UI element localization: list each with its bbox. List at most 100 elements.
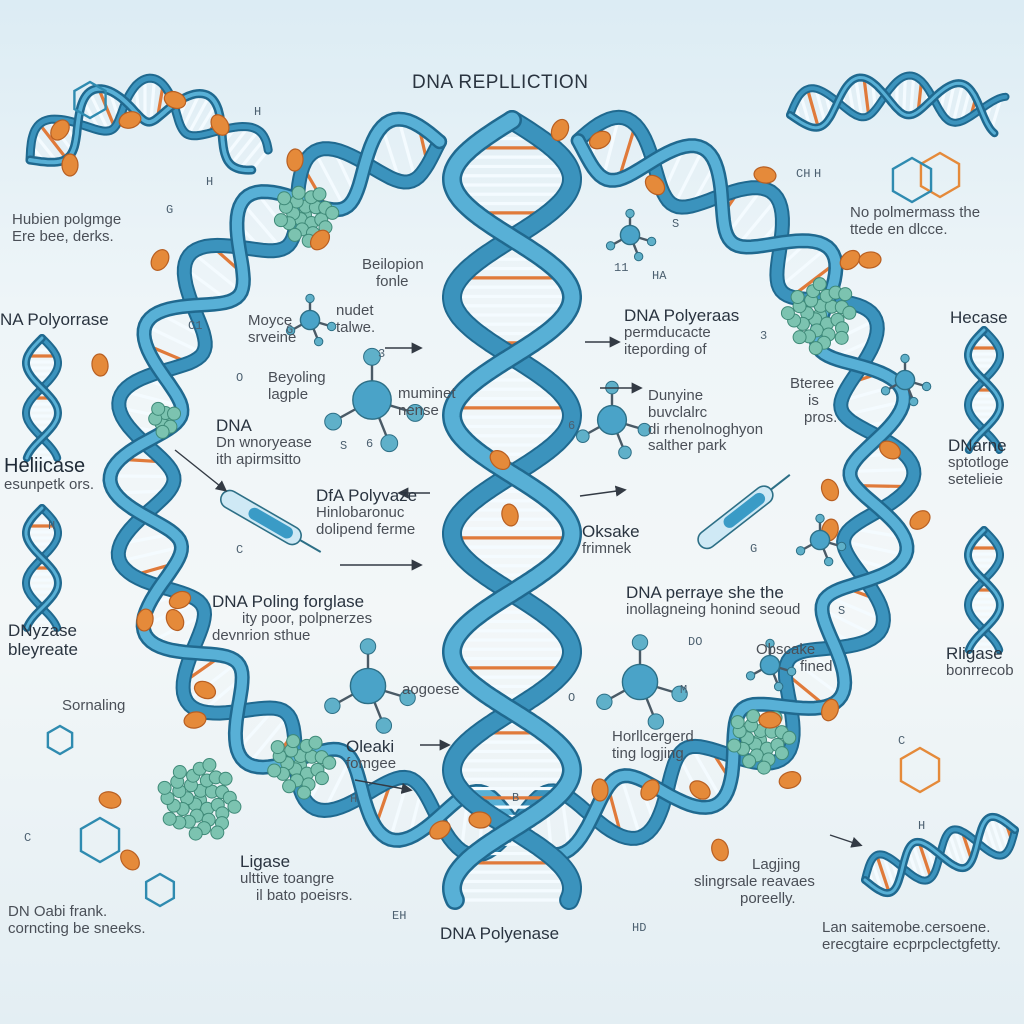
base-pair-rung	[190, 250, 243, 294]
mini-helix-top-right	[786, 71, 1010, 138]
mini-helix-left-2	[21, 504, 63, 632]
base-pair-rung	[805, 87, 820, 130]
mark-s3: S	[838, 604, 846, 618]
enzyme-blob	[91, 353, 109, 377]
enzyme-blob	[118, 111, 142, 129]
enzyme-blob	[98, 791, 122, 809]
helix-strand-front-face	[863, 815, 1017, 895]
pointer-arrows	[174, 336, 863, 848]
base-pair-rung	[951, 82, 965, 125]
enzyme-blob	[489, 449, 511, 471]
central-double-helix	[441, 110, 583, 910]
mark-o1: O	[236, 371, 244, 385]
enzyme-cluster	[780, 277, 857, 356]
mark-c2: C	[236, 543, 244, 557]
molecule-models	[46, 80, 961, 908]
label-dna-polyenase: DNA Polyenase	[440, 924, 560, 943]
enzyme-blob	[150, 249, 170, 271]
enzyme-cluster	[148, 401, 182, 439]
molecule-model	[795, 513, 847, 567]
base-pair-rung	[186, 94, 211, 137]
base-pair-rung	[619, 774, 642, 839]
base-pair-rung	[322, 756, 353, 813]
enzyme-blob	[193, 680, 217, 700]
base-pair-rung	[313, 149, 347, 210]
enzyme-blob	[136, 608, 154, 632]
enzyme-cluster	[267, 734, 337, 800]
ring-structure	[79, 816, 121, 864]
base-pair-rung	[842, 539, 908, 557]
mark-n3: 3	[378, 347, 386, 361]
mark-s6: 6	[366, 437, 374, 451]
enzyme-blob	[61, 153, 79, 177]
enzyme-blob	[839, 249, 861, 271]
helix-strand-front-face	[966, 528, 1002, 652]
base-pair-rung	[902, 74, 907, 116]
enzyme-blob	[501, 503, 519, 527]
enzyme-blob	[210, 114, 230, 136]
molecule-model	[605, 208, 657, 262]
base-pair-rung	[862, 76, 871, 118]
base-pair-rung	[825, 594, 886, 622]
diagram-title: DNA REPLLICTION	[412, 72, 589, 93]
label-lan: Lan saitemobe.cersoene.erecgtaire ecprpc…	[822, 919, 1001, 953]
base-pair-rung	[238, 136, 267, 171]
base-pair-rung	[989, 96, 1003, 132]
mark-h3: H	[48, 519, 56, 533]
mark-s1: S	[340, 439, 348, 453]
enzyme-blob	[120, 849, 140, 871]
enzyme-blob	[165, 608, 185, 632]
label-aogoese: aogoese	[402, 681, 460, 698]
base-pair-rung	[240, 200, 284, 251]
syringe	[697, 474, 791, 550]
mark-c4: C	[898, 734, 906, 748]
central-helix	[441, 110, 583, 910]
mark-eh: EH	[392, 909, 407, 923]
base-pair-rung	[875, 853, 891, 895]
helix-strand-front-face	[788, 75, 996, 135]
base-pair-rung	[195, 102, 218, 138]
base-pair-rung	[229, 128, 260, 167]
helix-strand-front-face	[24, 506, 60, 630]
mark-h2: H	[350, 792, 358, 806]
helix-strand-front-face	[444, 112, 580, 908]
enzyme-blob	[644, 174, 666, 196]
mark-c1: C1	[188, 319, 203, 333]
ring-structure	[46, 724, 74, 756]
base-pair-rung	[848, 467, 916, 473]
enzyme-blob	[753, 166, 777, 184]
base-pair-rung	[854, 76, 864, 119]
base-pair-rung	[842, 399, 906, 417]
helix-strand-front-face	[24, 336, 60, 460]
base-pair-rung	[397, 117, 417, 181]
enzyme-blob	[468, 811, 492, 829]
enzyme-blob	[309, 229, 331, 251]
ring-structure	[899, 746, 941, 794]
enzyme-blob	[689, 780, 711, 800]
enzyme-blob	[879, 440, 901, 460]
mark-g1: G	[286, 323, 294, 337]
pointer-arrow	[174, 449, 228, 492]
mark-h1: H	[206, 175, 214, 189]
base-pair-rung	[143, 324, 205, 355]
mini-helix-bottom-right	[861, 812, 1019, 898]
mark-c3: C	[24, 831, 32, 845]
mini-helix-right-1	[963, 326, 1005, 454]
enzyme-blob	[758, 711, 782, 729]
base-pair-rung	[736, 196, 779, 248]
mark-g2: G	[750, 542, 758, 556]
enzyme-blob	[168, 590, 192, 610]
mark-d6: 6	[568, 419, 576, 433]
enzyme-blob	[50, 119, 70, 141]
base-pair-rung	[959, 87, 972, 124]
